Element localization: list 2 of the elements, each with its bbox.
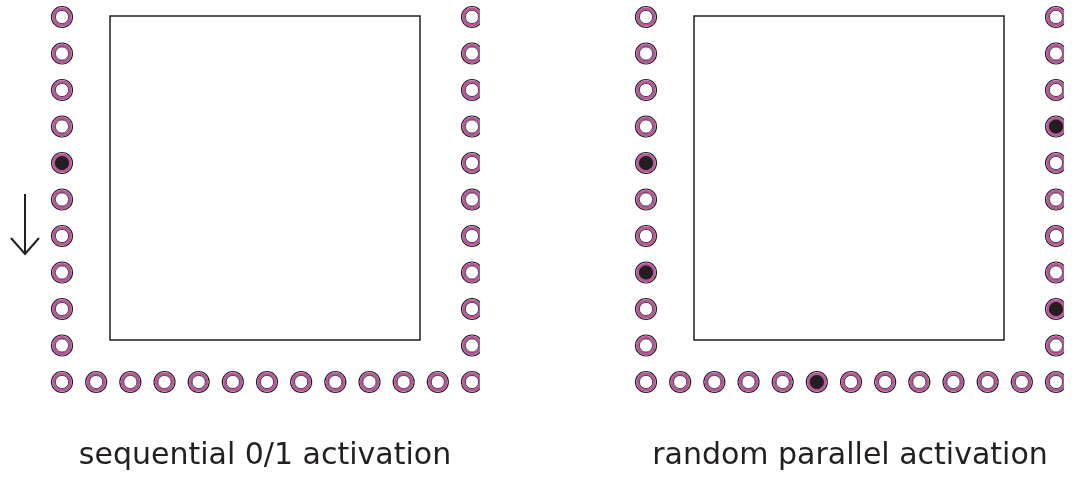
caption: sequential 0/1 activation — [78, 436, 452, 471]
caption: random parallel activation — [652, 436, 1048, 471]
